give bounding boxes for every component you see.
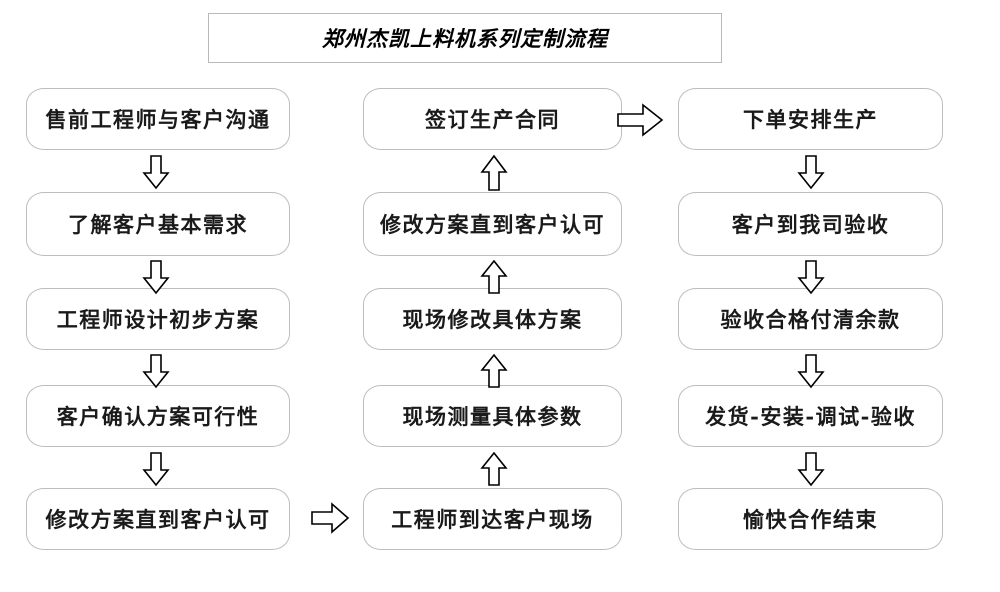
process-node-M2[interactable]: 修改方案直到客户认可 (363, 192, 622, 256)
process-node-M1[interactable]: 签订生产合同 (363, 88, 622, 150)
process-node-label: 签订生产合同 (425, 107, 560, 132)
arrow-up-icon-M3-M2 (480, 259, 508, 294)
arrow-up-icon-M4-M3 (480, 353, 508, 388)
arrow-down-icon-R1-R2 (797, 155, 825, 190)
process-node-L5[interactable]: 修改方案直到客户认可 (26, 488, 290, 550)
arrow-down-icon-R2-R3 (797, 260, 825, 295)
process-node-R4[interactable]: 发货-安装-调试-验收 (678, 385, 943, 447)
process-node-label: 客户到我司验收 (731, 212, 890, 237)
process-node-label: 售前工程师与客户沟通 (45, 107, 271, 132)
process-node-label: 下单安排生产 (743, 107, 878, 132)
process-node-M4[interactable]: 现场测量具体参数 (363, 385, 622, 447)
process-node-L4[interactable]: 客户确认方案可行性 (26, 385, 290, 447)
diagram-title-box: 郑州杰凯上料机系列定制流程 (208, 13, 722, 63)
arrow-down-icon-L2-L3 (142, 260, 170, 295)
process-node-label: 工程师设计初步方案 (56, 307, 260, 332)
process-node-label: 愉快合作结束 (743, 507, 878, 532)
process-node-M5[interactable]: 工程师到达客户现场 (363, 488, 622, 550)
page-title: 郑州杰凯上料机系列定制流程 (322, 26, 608, 51)
arrow-up-icon-M2-M1 (480, 154, 508, 191)
arrow-down-icon-L4-L5 (142, 452, 170, 487)
arrow-down-icon-R3-R4 (797, 354, 825, 389)
process-node-label: 现场修改具体方案 (402, 307, 583, 332)
arrow-up-icon-M5-M4 (480, 451, 508, 486)
process-node-label: 了解客户基本需求 (68, 212, 248, 237)
process-node-label: 修改方案直到客户认可 (45, 507, 271, 532)
process-node-M3[interactable]: 现场修改具体方案 (363, 288, 622, 350)
arrow-right-icon-M1-R1 (617, 103, 664, 137)
process-node-label: 工程师到达客户现场 (391, 507, 594, 532)
process-node-R1[interactable]: 下单安排生产 (678, 88, 943, 150)
process-node-L3[interactable]: 工程师设计初步方案 (26, 288, 290, 350)
process-node-L2[interactable]: 了解客户基本需求 (26, 192, 290, 256)
arrow-down-icon-L1-L2 (142, 155, 170, 190)
arrow-right-icon-L5-M5 (311, 502, 350, 534)
process-node-R2[interactable]: 客户到我司验收 (678, 192, 943, 256)
process-node-L1[interactable]: 售前工程师与客户沟通 (26, 88, 290, 150)
arrow-down-icon-L3-L4 (142, 354, 170, 389)
process-node-label: 客户确认方案可行性 (56, 404, 260, 429)
process-node-label: 现场测量具体参数 (402, 404, 583, 429)
process-node-R3[interactable]: 验收合格付清余款 (678, 288, 943, 350)
process-node-label: 验收合格付清余款 (720, 307, 901, 332)
arrow-down-icon-R4-R5 (797, 452, 825, 487)
process-node-label: 发货-安装-调试-验收 (705, 404, 916, 429)
process-node-R5[interactable]: 愉快合作结束 (678, 488, 943, 550)
process-node-label: 修改方案直到客户认可 (380, 212, 605, 237)
